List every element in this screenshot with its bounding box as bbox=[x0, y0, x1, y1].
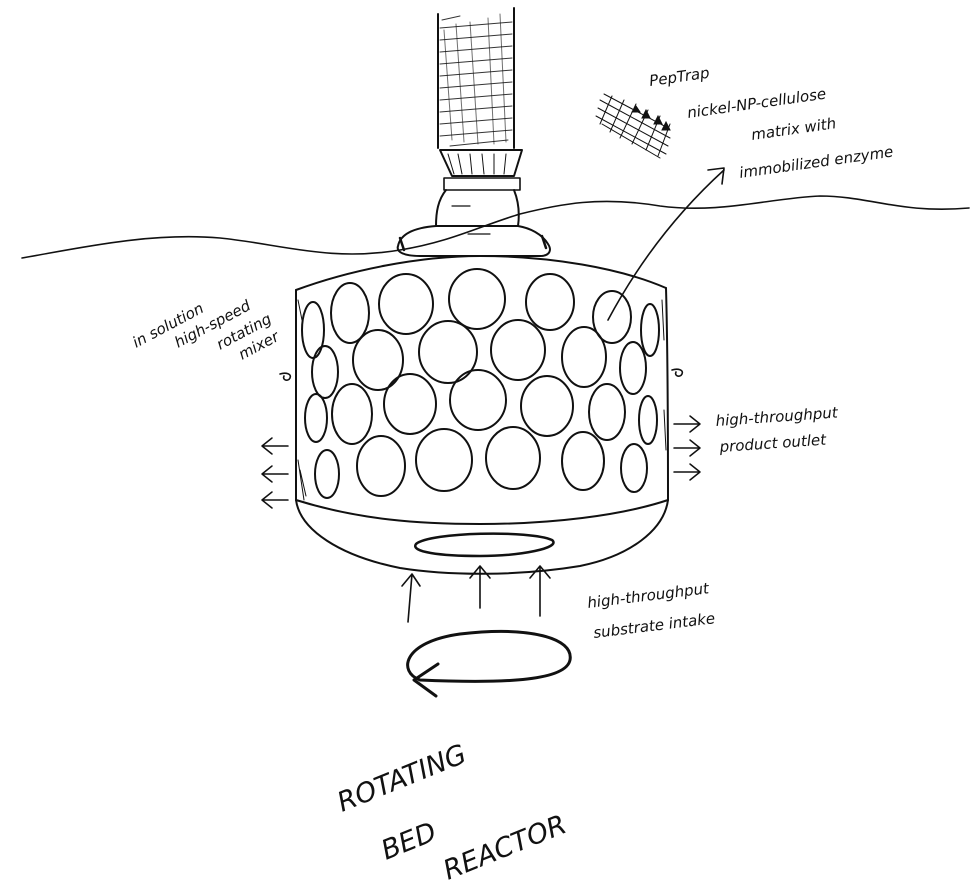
bead bbox=[416, 429, 472, 491]
label-intake-line-2: substrate intake bbox=[592, 609, 716, 642]
bead bbox=[589, 384, 625, 440]
bead bbox=[620, 342, 646, 394]
bead bbox=[491, 320, 545, 380]
bead bbox=[639, 396, 657, 444]
bead-grid bbox=[302, 269, 659, 498]
label-mixer: in solution high-speed rotating mixer bbox=[129, 296, 282, 363]
bead bbox=[526, 274, 574, 330]
label-peptrap-line-2: nickel-NP-cellulose bbox=[686, 85, 827, 122]
shaft-coupling bbox=[440, 150, 522, 190]
label-intake: high-throughput substrate intake bbox=[586, 579, 716, 642]
bead bbox=[621, 444, 647, 492]
bead bbox=[449, 269, 505, 329]
rotating-bed-drum bbox=[296, 256, 668, 574]
title-line-2: BED bbox=[377, 817, 441, 867]
bead bbox=[315, 450, 339, 498]
bead bbox=[305, 394, 327, 442]
bead bbox=[419, 321, 477, 383]
bead bbox=[450, 370, 506, 430]
bead bbox=[521, 376, 573, 436]
bead bbox=[331, 283, 369, 343]
bead bbox=[332, 384, 372, 444]
diagram-title: ROTATING BED REACTOR bbox=[333, 739, 571, 887]
bead bbox=[312, 346, 338, 398]
bead bbox=[302, 302, 324, 358]
bead bbox=[353, 330, 403, 390]
left-outflow-arrows-icon bbox=[262, 438, 288, 508]
title-line-3: REACTOR bbox=[439, 809, 571, 886]
mixer-shaft bbox=[438, 8, 514, 148]
bead bbox=[562, 432, 604, 490]
label-peptrap: PepTrap nickel-NP-cellulose matrix with … bbox=[648, 64, 894, 182]
rotation-mark-left-icon bbox=[280, 373, 290, 380]
bead bbox=[379, 274, 433, 334]
label-peptrap-line-3: matrix with bbox=[750, 114, 837, 144]
label-intake-line-1: high-throughput bbox=[586, 579, 711, 612]
label-peptrap-line-4: immobilized enzyme bbox=[738, 143, 894, 182]
title-line-1: ROTATING bbox=[333, 739, 471, 819]
label-outlet-line-2: product outlet bbox=[718, 431, 828, 457]
bead bbox=[562, 327, 606, 387]
rotation-direction-icon bbox=[408, 632, 571, 696]
right-outflow-arrows-icon bbox=[674, 416, 700, 480]
bead bbox=[641, 304, 659, 356]
label-outlet: high-throughput product outlet bbox=[715, 403, 839, 456]
label-peptrap-line-1: PepTrap bbox=[648, 64, 711, 90]
rotation-mark-right-icon bbox=[672, 369, 682, 376]
label-outlet-line-1: high-throughput bbox=[715, 403, 839, 430]
matrix-mesh-icon bbox=[596, 94, 670, 158]
bead bbox=[384, 374, 436, 434]
bead bbox=[486, 427, 540, 489]
bead bbox=[357, 436, 405, 496]
